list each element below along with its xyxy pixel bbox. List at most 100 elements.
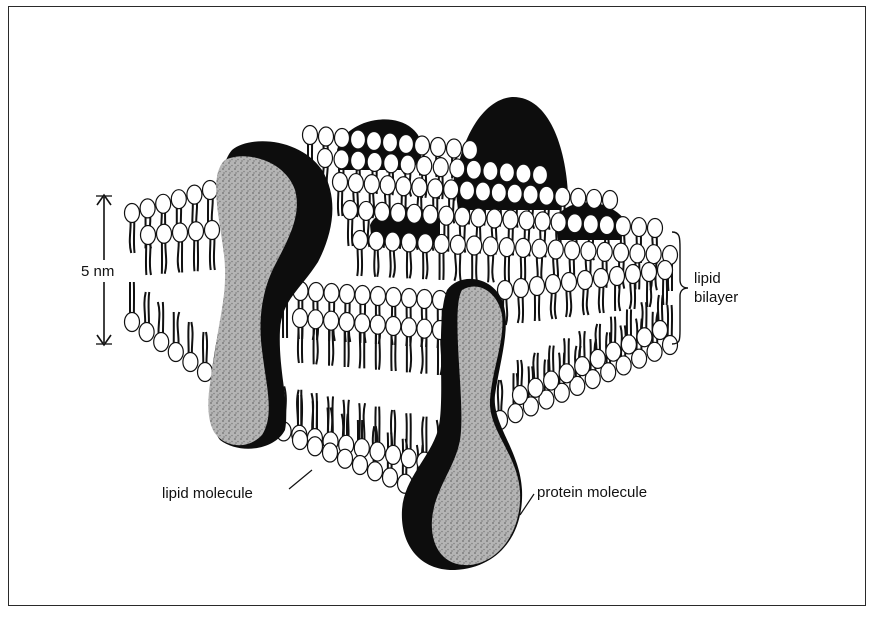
lipid-head [367,152,382,171]
lipid-head [433,158,448,177]
lipid-head [434,234,449,253]
lipid-head [428,179,443,198]
lipid-head [544,371,559,390]
lipid-head [567,214,582,233]
lipid-head [606,342,621,361]
lipid-head [293,431,308,450]
lipid-head [386,317,401,336]
lipid-head [386,445,401,464]
lipid-head [386,288,401,307]
lipid-head [565,241,580,260]
lipid-head [637,328,652,347]
lipid-head [368,462,383,481]
lipid-molecule-label: lipid molecule [162,485,253,502]
lipid-head [383,468,398,487]
lipid-head [599,216,614,235]
lipid-head [396,177,411,196]
lipid-head [483,162,498,181]
lipid-head [323,443,338,462]
lipid-head [401,449,416,468]
lipid-head [475,182,490,201]
lipid-head [401,233,416,252]
lipid-head [551,213,566,232]
lipid-head [183,353,198,372]
lipid-head [471,208,486,227]
lipid-head [626,265,641,284]
lipid-head [423,205,438,224]
lipid-head [539,186,554,205]
protein-molecule-label: protein molecule [537,484,647,501]
lipid-head [391,203,406,222]
lipid-head [466,160,481,179]
lipid-head [562,273,577,292]
lipid-head [303,126,318,145]
lipid-head [334,150,349,169]
scale-bar: 5 nm [80,195,126,345]
lipid-head [351,130,366,149]
lipid-head [530,277,545,296]
lipid-head [523,185,538,204]
lipid-head [663,336,678,355]
lipid-head [370,315,385,334]
lipid-head [516,164,531,183]
lipid-head [513,386,528,405]
lipid-head [139,323,154,342]
lipid-head [516,238,531,257]
lipid-head [417,156,432,175]
lipid-head [532,239,547,258]
lipid-head [355,314,370,333]
lipid-head [375,202,390,221]
lipid-head [439,206,454,225]
lipid-head [371,287,386,306]
lipid-head [487,209,502,228]
lipid-head [431,138,446,157]
lipid-head [333,173,348,192]
lipid-head [417,319,432,338]
lipid-head [646,245,661,264]
lipid-head [157,224,172,243]
lipid-head [141,226,156,245]
lipid-head [603,191,618,210]
lipid-head [546,275,561,294]
lipid-head [125,313,140,332]
lipid-head [203,181,218,200]
lipid-head [156,194,171,213]
lipid-head [380,176,395,195]
lipid-head [308,310,323,329]
bilayer-label-line1: lipid [694,270,721,287]
lipid-head [399,135,414,154]
lipid-head [154,333,169,352]
lipid-head [483,237,498,256]
lipid-head [189,222,204,241]
lipid-head [401,318,416,337]
lipid-head [338,449,353,468]
lipid-head [528,378,543,397]
lipid-head [653,321,668,340]
lipid-head [340,285,355,304]
lipid-head [615,217,630,236]
lipid-head [648,219,663,238]
lipid-head [533,166,548,185]
lipid-head [463,141,478,160]
lipid-head [575,357,590,376]
lipid-head [415,136,430,155]
lipid-head [642,263,657,282]
lipid-head [503,210,518,229]
lipid-head [339,313,354,332]
lipid-head [658,261,673,280]
lipid-heads [125,126,678,500]
lipid-head [450,235,465,254]
lipid-head [125,204,140,223]
lipid-head [385,232,400,251]
lipid-head [455,207,470,226]
lipid-head [187,185,202,204]
lipid-head [571,188,586,207]
lipid-head [514,279,529,298]
lipid-head [578,271,593,290]
lipid-head [348,174,363,193]
lipid-head [587,189,602,208]
lipid-head [205,221,220,240]
lipid-head [418,234,433,253]
lipid-callout: lipid molecule [162,470,312,502]
